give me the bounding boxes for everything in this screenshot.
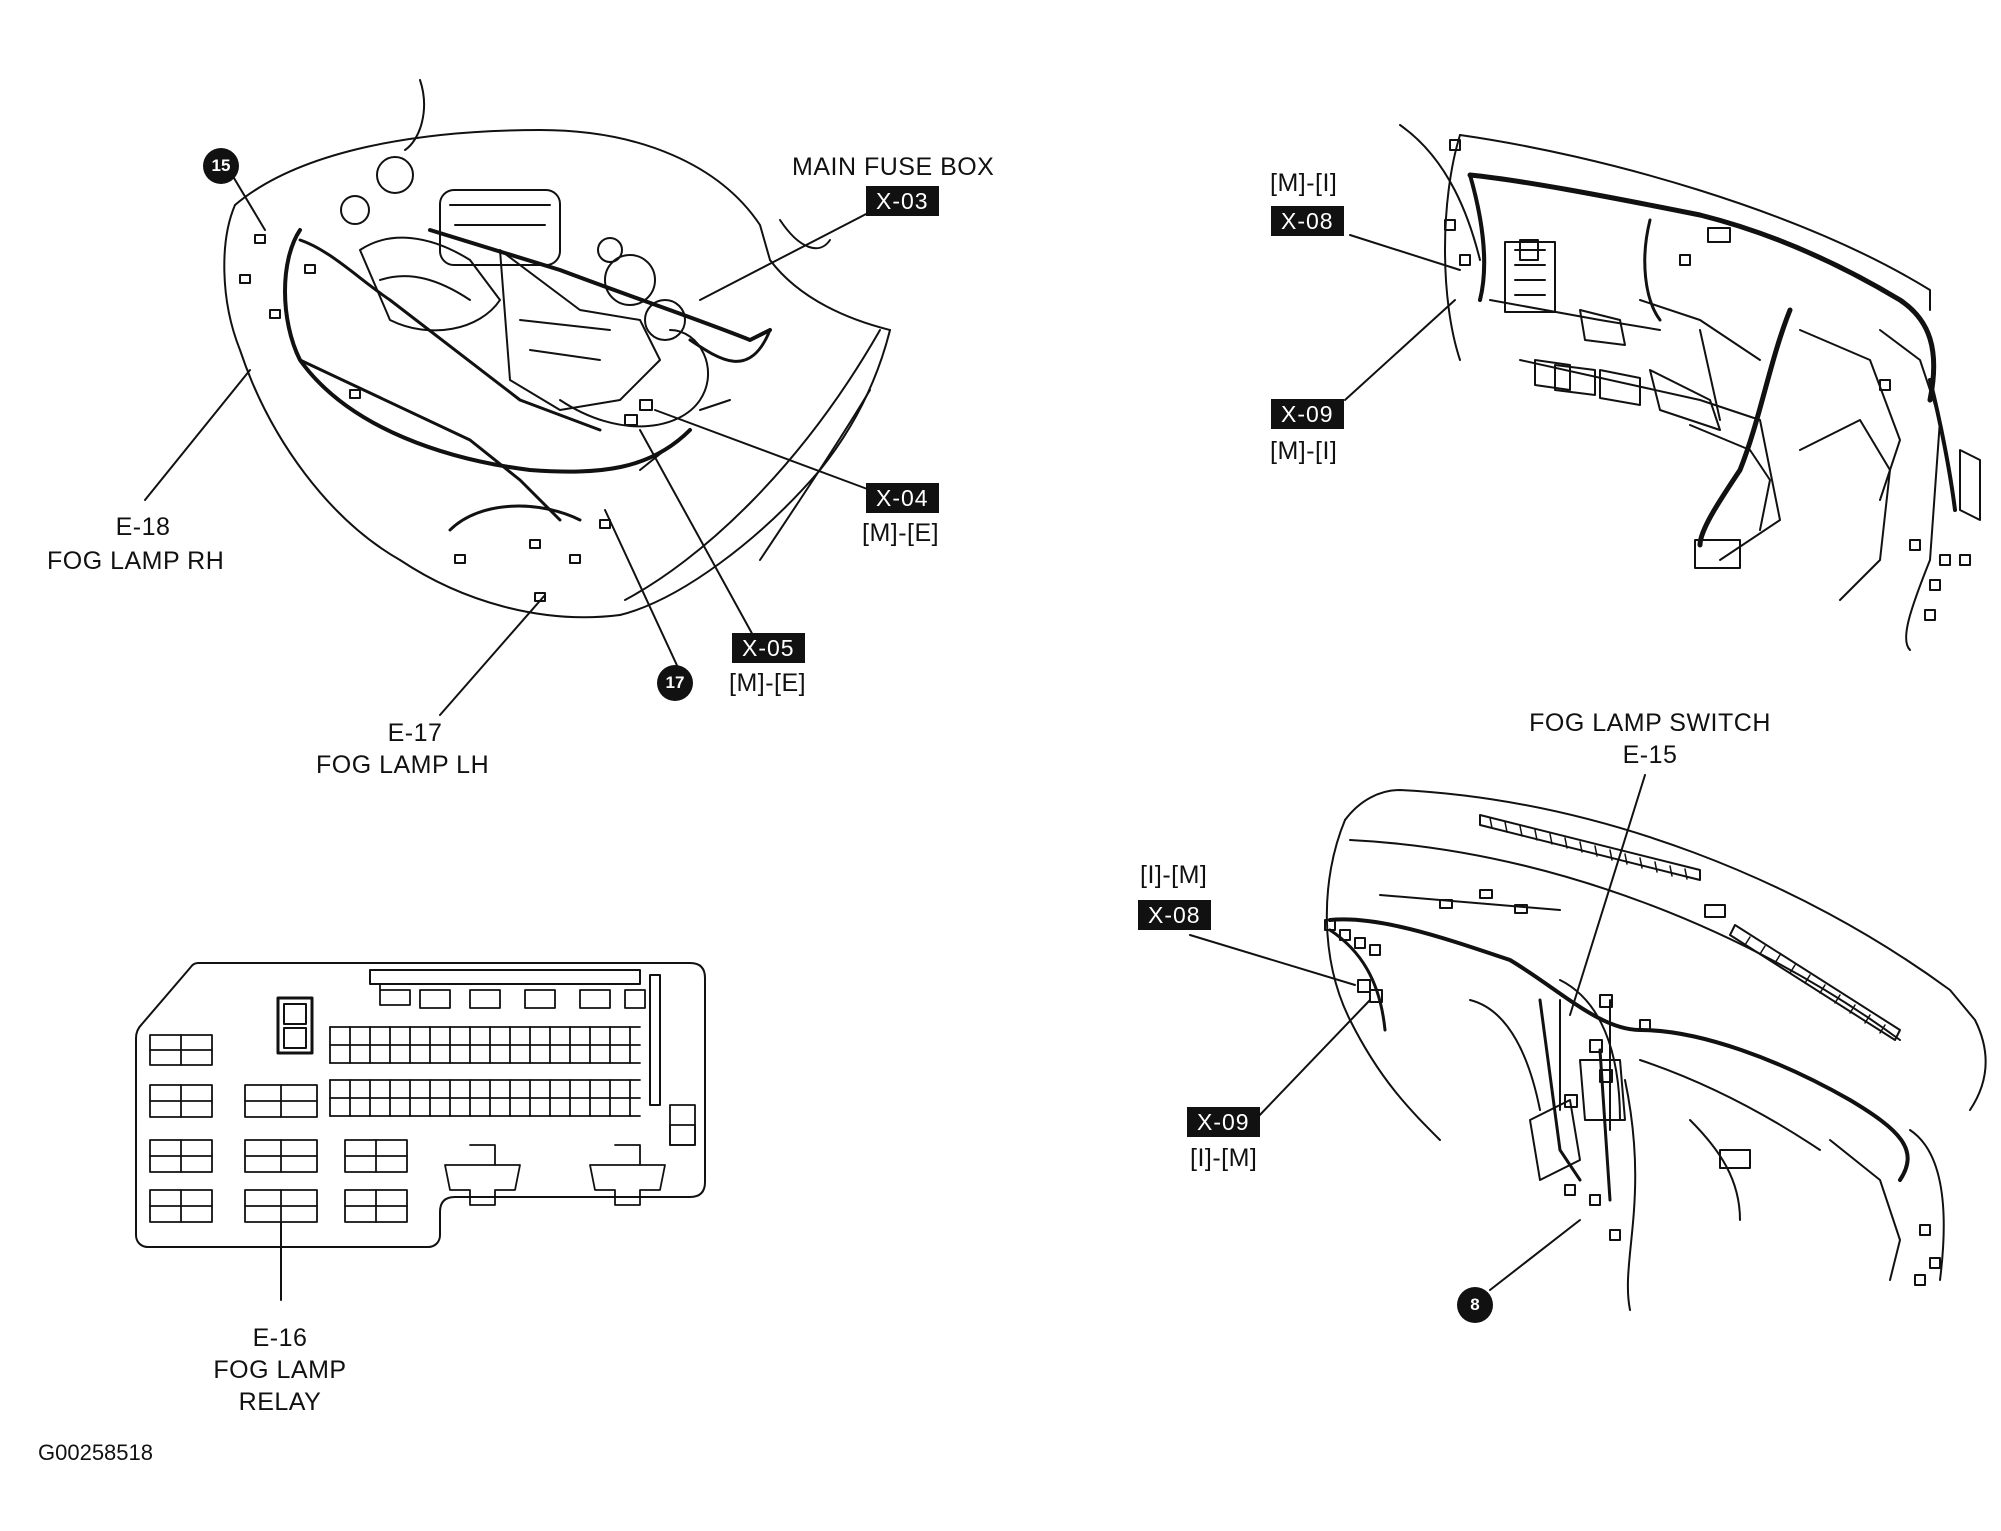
connector-x05-note: [M]-[E] — [729, 669, 807, 697]
fog-lamp-relay-name-line2: RELAY — [238, 1388, 322, 1416]
dashboard-x08-note: [I]-[M] — [1140, 861, 1208, 889]
connector-x03-tag: X-03 — [866, 186, 939, 216]
interior-x09-tag: X-09 — [1271, 399, 1344, 429]
relay-box-illustration — [135, 962, 706, 1301]
engine-bay-illustration — [144, 79, 891, 716]
fog-lamp-relay-name-line1: FOG LAMP — [213, 1356, 347, 1384]
fog-lamp-rh-name: FOG LAMP RH — [47, 547, 225, 575]
dashboard-x08-tag: X-08 — [1138, 900, 1211, 930]
fog-lamp-switch-code: E-15 — [1622, 741, 1678, 769]
dashboard-illustration — [1189, 774, 1987, 1311]
connector-x04-note: [M]-[E] — [862, 519, 940, 547]
fog-lamp-lh-name: FOG LAMP LH — [316, 751, 490, 779]
dashboard-x09-note: [I]-[M] — [1190, 1144, 1258, 1172]
fog-lamp-relay-code: E-16 — [252, 1324, 308, 1352]
ground-point-15-marker: 15 — [203, 148, 239, 184]
interior-x08-note: [M]-[I] — [1270, 169, 1338, 197]
connector-x05-tag: X-05 — [732, 633, 805, 663]
fog-lamp-rh-code: E-18 — [115, 513, 171, 541]
interior-harness-illustration — [1344, 124, 1981, 651]
ground-point-8-marker: 8 — [1457, 1287, 1493, 1323]
fog-lamp-lh-code: E-17 — [387, 719, 443, 747]
interior-x08-tag: X-08 — [1271, 206, 1344, 236]
ground-point-17-marker: 17 — [657, 665, 693, 701]
figure-id: G00258518 — [38, 1440, 153, 1465]
interior-x09-note: [M]-[I] — [1270, 437, 1338, 465]
fog-lamp-switch-name: FOG LAMP SWITCH — [1529, 709, 1771, 737]
connector-x04-tag: X-04 — [866, 483, 939, 513]
dashboard-x09-tag: X-09 — [1187, 1107, 1260, 1137]
main-fuse-box-label: MAIN FUSE BOX — [792, 153, 995, 181]
